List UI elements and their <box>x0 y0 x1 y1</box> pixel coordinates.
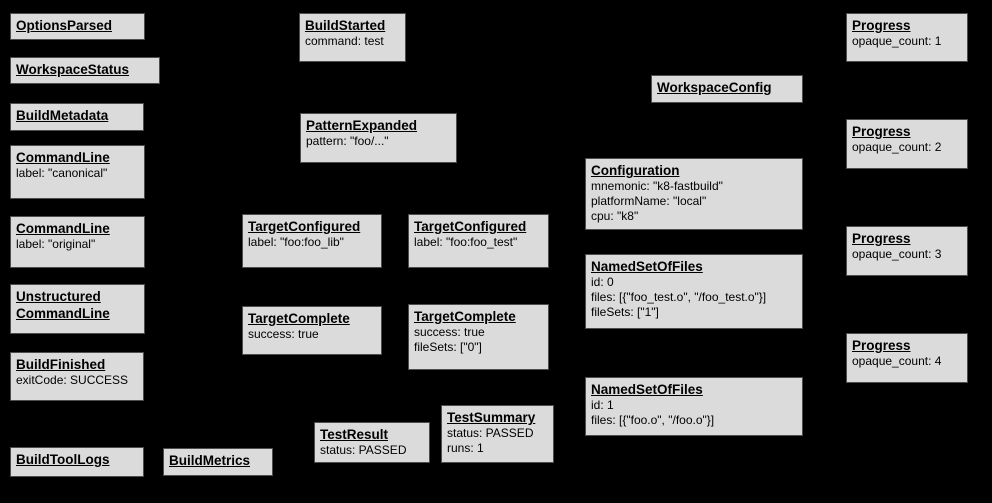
node-title: TargetConfigured <box>414 219 527 234</box>
node-title: WorkspaceStatus <box>16 62 130 77</box>
node-field: files: [{"foo.o", "/foo.o"}] <box>591 413 715 427</box>
node-title: Progress <box>852 231 911 246</box>
node-title: TargetComplete <box>248 311 350 326</box>
node-field: fileSets: ["0"] <box>414 340 482 354</box>
node-field: platformName: "local" <box>591 194 707 208</box>
node-build-finished: BuildFinished exitCode: SUCCESS <box>10 352 144 401</box>
node-field: success: true <box>414 325 485 339</box>
node-field: pattern: "foo/..." <box>306 134 389 148</box>
node-field: status: PASSED <box>320 443 407 457</box>
node-target-configured-foo-test: TargetConfigured label: "foo:foo_test" <box>408 214 549 268</box>
node-field: label: "foo:foo_lib" <box>248 235 344 249</box>
node-field: id: 0 <box>591 275 614 289</box>
node-title: Configuration <box>591 163 680 178</box>
node-build-metadata: BuildMetadata <box>10 103 144 131</box>
node-progress-1: Progress opaque_count: 1 <box>846 13 968 62</box>
node-field: runs: 1 <box>447 441 484 455</box>
node-field: label: "canonical" <box>16 166 108 180</box>
node-test-summary: TestSummary status: PASSED runs: 1 <box>441 405 554 463</box>
node-field: cpu: "k8" <box>591 209 639 223</box>
node-title: BuildStarted <box>305 18 386 33</box>
node-progress-2: Progress opaque_count: 2 <box>846 119 968 169</box>
node-field: opaque_count: 3 <box>852 247 942 261</box>
node-field: opaque_count: 2 <box>852 140 942 154</box>
node-title: TestResult <box>320 427 389 442</box>
node-build-tool-logs: BuildToolLogs <box>10 447 144 477</box>
node-field: status: PASSED <box>447 426 534 440</box>
node-title: BuildMetrics <box>169 453 251 468</box>
node-named-set-of-files-0: NamedSetOfFiles id: 0 files: [{"foo_test… <box>585 254 803 329</box>
node-field: id: 1 <box>591 398 614 412</box>
node-title: BuildFinished <box>16 357 106 372</box>
node-title: Progress <box>852 18 911 33</box>
node-progress-3: Progress opaque_count: 3 <box>846 226 968 276</box>
node-title: BuildToolLogs <box>16 452 110 467</box>
node-title: TestSummary <box>447 410 536 425</box>
node-field: mnemonic: "k8-fastbuild" <box>591 179 723 193</box>
node-title: CommandLine <box>16 221 110 236</box>
node-build-metrics: BuildMetrics <box>163 448 273 476</box>
node-target-complete-foo-test: TargetComplete success: true fileSets: [… <box>408 304 549 370</box>
node-workspace-config: WorkspaceConfig <box>651 75 803 103</box>
node-options-parsed: OptionsParsed <box>10 13 145 40</box>
node-field: files: [{"foo_test.o", "/foo_test.o"}] <box>591 290 767 304</box>
node-title: WorkspaceConfig <box>657 80 772 95</box>
node-progress-4: Progress opaque_count: 4 <box>846 333 968 383</box>
node-build-started: BuildStarted command: test <box>299 13 406 62</box>
node-title: Progress <box>852 338 911 353</box>
node-unstructured-command-line: Unstructured CommandLine <box>10 284 145 334</box>
node-pattern-expanded: PatternExpanded pattern: "foo/..." <box>300 113 457 163</box>
node-field: label: "foo:foo_test" <box>414 235 518 249</box>
node-field: command: test <box>305 34 384 48</box>
node-field: label: "original" <box>16 237 96 251</box>
node-field: success: true <box>248 327 319 341</box>
node-named-set-of-files-1: NamedSetOfFiles id: 1 files: [{"foo.o", … <box>585 377 803 436</box>
node-target-configured-foo-lib: TargetConfigured label: "foo:foo_lib" <box>242 214 382 268</box>
node-field: exitCode: SUCCESS <box>16 373 129 387</box>
node-command-line-canonical: CommandLine label: "canonical" <box>10 145 145 199</box>
node-field: fileSets: ["1"] <box>591 305 659 319</box>
node-title: Unstructured <box>16 289 101 304</box>
node-title: NamedSetOfFiles <box>591 382 703 397</box>
node-title: CommandLine <box>16 150 110 165</box>
node-title: BuildMetadata <box>16 108 109 123</box>
node-title: OptionsParsed <box>16 18 113 33</box>
node-title: TargetConfigured <box>248 219 361 234</box>
node-title: TargetComplete <box>414 309 516 324</box>
node-title-line2: CommandLine <box>16 306 110 321</box>
node-test-result: TestResult status: PASSED <box>314 422 430 463</box>
node-title: PatternExpanded <box>306 118 418 133</box>
node-field: opaque_count: 1 <box>852 34 942 48</box>
node-configuration: Configuration mnemonic: "k8-fastbuild" p… <box>585 158 803 230</box>
node-workspace-status: WorkspaceStatus <box>10 57 160 84</box>
node-title: NamedSetOfFiles <box>591 259 703 274</box>
node-title: Progress <box>852 124 911 139</box>
node-command-line-original: CommandLine label: "original" <box>10 216 145 268</box>
node-target-complete-foo-lib: TargetComplete success: true <box>242 306 382 355</box>
node-field: opaque_count: 4 <box>852 354 942 368</box>
